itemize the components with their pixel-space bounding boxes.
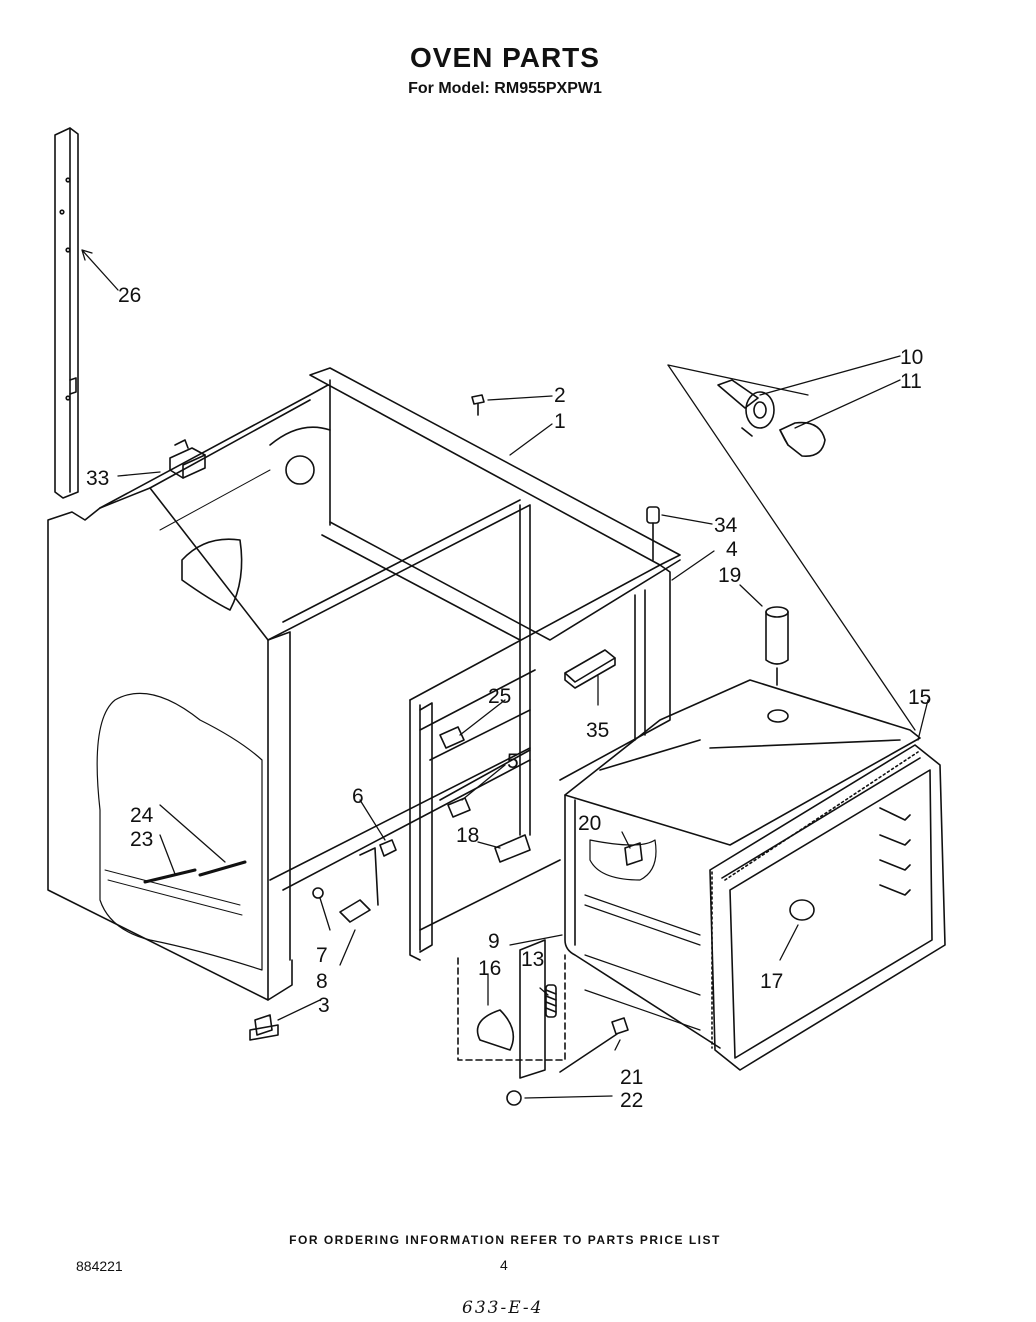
callout-34: 34	[714, 514, 738, 537]
callout-8: 8	[316, 970, 328, 993]
callout-19: 19	[718, 564, 741, 587]
callout-1: 1	[554, 410, 566, 433]
callout-13: 13	[521, 948, 544, 971]
part-4-front-frame	[409, 564, 671, 961]
cabinet-side-panel	[47, 384, 329, 1001]
page-title: OVEN PARTS	[410, 42, 600, 73]
oven-liner	[564, 679, 921, 1049]
model-subtitle: For Model: RM955PXPW1	[408, 80, 602, 97]
callout-17: 17	[760, 970, 783, 993]
callout-9: 9	[488, 930, 500, 953]
callout-26: 26	[118, 284, 141, 307]
callout-24: 24	[130, 804, 154, 827]
callout-22: 22	[620, 1089, 643, 1112]
part-19-sleeve	[765, 606, 789, 686]
callout-7: 7	[316, 944, 328, 967]
part-21-screw	[559, 1017, 629, 1073]
part-2-screw	[471, 394, 485, 416]
part-1-cabinet-frame	[159, 367, 681, 891]
callout-4: 4	[726, 538, 738, 561]
callout-21: 21	[620, 1066, 643, 1089]
part-35-bracket	[564, 649, 616, 689]
part-15-door-seal	[709, 744, 946, 1071]
callout-5: 5	[507, 750, 519, 773]
callout-35: 35	[586, 719, 609, 742]
part-33-switch	[169, 439, 206, 479]
callout-15: 15	[908, 686, 931, 709]
callout-2: 2	[554, 384, 566, 407]
leader-lines	[81, 249, 929, 1099]
callout-3: 3	[318, 994, 330, 1017]
part-26-rail	[54, 127, 79, 499]
part-3-leg	[249, 1014, 279, 1041]
callout-6: 6	[352, 785, 364, 808]
part-34-clip	[646, 506, 660, 561]
page-number: 4	[500, 1257, 508, 1273]
callout-33: 33	[86, 467, 109, 490]
part-22-clip	[506, 1090, 522, 1106]
document-number: 884221	[76, 1258, 123, 1274]
callout-10: 10	[900, 346, 923, 369]
callout-23: 23	[130, 828, 153, 851]
handwritten-code: 633-E-4	[462, 1298, 544, 1318]
part-10-lamp-socket	[717, 379, 775, 437]
callout-20: 20	[578, 812, 601, 835]
callout-25: 25	[488, 685, 511, 708]
part-11-lamp-bulb	[779, 421, 826, 457]
callout-11: 11	[900, 370, 922, 393]
part-9-latch-assembly	[457, 939, 566, 1079]
small-hardware	[143, 726, 643, 923]
callout-18: 18	[456, 824, 479, 847]
part-17-light-lens	[789, 899, 815, 921]
ordering-note: FOR ORDERING INFORMATION REFER TO PARTS …	[289, 1233, 721, 1247]
callout-16: 16	[478, 957, 501, 980]
element-terminals	[879, 807, 911, 896]
